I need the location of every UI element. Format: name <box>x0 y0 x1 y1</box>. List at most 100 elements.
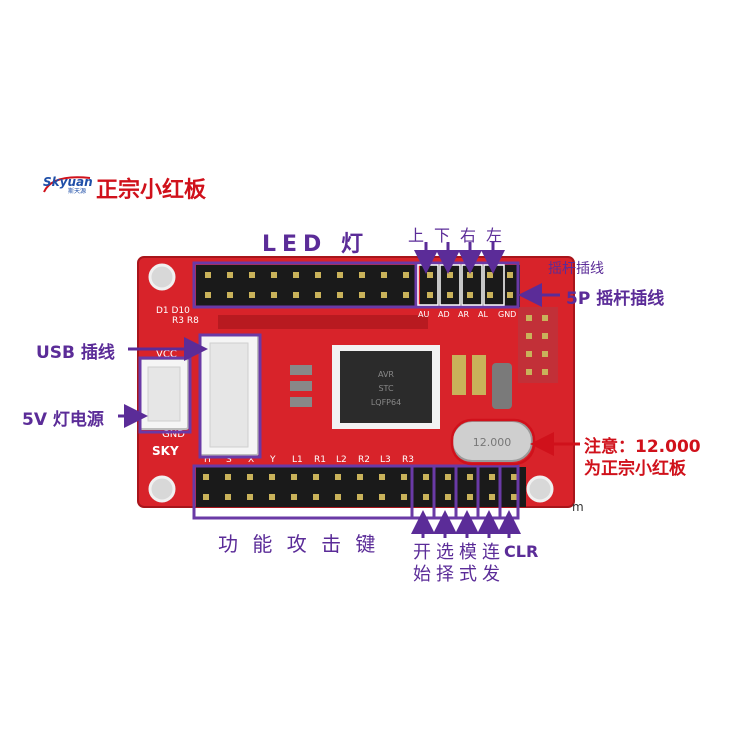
brand-logo: Skyuan 斯天源 <box>42 172 94 195</box>
header-pin <box>335 474 341 480</box>
direction-up: 上 <box>408 226 425 245</box>
header-pin <box>379 474 385 480</box>
header-pin <box>447 292 453 298</box>
silk-label: AU <box>418 310 429 319</box>
header-pin <box>511 494 517 500</box>
header-pin <box>271 292 277 298</box>
header-pin <box>379 494 385 500</box>
function-keys-label: 功 能 攻 击 键 <box>218 532 380 556</box>
usb-label: USB 插线 <box>36 343 115 363</box>
silk-label: S <box>226 455 232 465</box>
header-pin <box>447 272 453 278</box>
joystick-frame <box>414 261 520 309</box>
header-pin <box>445 494 451 500</box>
header-pin <box>269 474 275 480</box>
header-pin <box>291 474 297 480</box>
header-pin <box>489 474 495 480</box>
header-pin <box>203 474 209 480</box>
power-label: 5V 灯电源 <box>22 410 104 430</box>
brand-logo-graphic: Skyuan 斯天源 <box>43 175 93 195</box>
header-pin <box>225 494 231 500</box>
function-header <box>196 467 526 507</box>
crystal-text: 12.000 <box>473 436 512 449</box>
header-pin <box>293 272 299 278</box>
silk-r3r8: R3 R8 <box>172 316 199 326</box>
label-mode: 模 式 <box>459 542 477 585</box>
header-pin <box>403 272 409 278</box>
header-pins <box>203 272 548 500</box>
header-pin <box>313 494 319 500</box>
silk-label: H <box>204 455 211 465</box>
header-pin <box>542 333 548 339</box>
label-start: 开 始 <box>413 542 431 585</box>
silk-label: Y <box>269 455 276 465</box>
header-pin <box>507 292 513 298</box>
silk-d1d10: D1 D10 <box>156 306 190 316</box>
header-pin <box>227 292 233 298</box>
chip-text-1: AVR <box>378 370 394 379</box>
mounting-holes <box>148 263 554 503</box>
header-pin <box>313 474 319 480</box>
svg-text:斯天源: 斯天源 <box>68 187 86 194</box>
header-pin <box>225 474 231 480</box>
header-pin <box>291 494 297 500</box>
side-pin-grid <box>518 307 558 383</box>
chip-text-2: STC <box>378 384 393 393</box>
header-pin <box>247 494 253 500</box>
header-pin <box>315 292 321 298</box>
silk-label: L3 <box>380 455 391 465</box>
silk-label: R1 <box>314 455 326 465</box>
chip-text-3: LQFP64 <box>371 398 401 407</box>
header-pin <box>205 272 211 278</box>
silk-label: L2 <box>336 455 347 465</box>
silk-vcc: VCC <box>156 349 177 360</box>
silk-label: AR <box>458 310 469 319</box>
header-pin <box>526 351 532 357</box>
silk-label: R2 <box>358 455 370 465</box>
silk-label: L1 <box>292 455 303 465</box>
header-pin <box>507 272 513 278</box>
header-pin <box>526 315 532 321</box>
header-pin <box>293 292 299 298</box>
header-pin <box>423 494 429 500</box>
header-pin <box>445 474 451 480</box>
usb-frame <box>198 333 262 459</box>
silk-sky: SKY <box>152 444 179 458</box>
header-pin <box>487 292 493 298</box>
header-pin <box>247 474 253 480</box>
led-frame <box>192 261 418 309</box>
header-pin <box>381 292 387 298</box>
header-pin <box>467 272 473 278</box>
header-pin <box>467 474 473 480</box>
passive-components <box>290 355 512 409</box>
crystal-oscillator: 12.000 <box>451 420 533 462</box>
header-pin <box>401 474 407 480</box>
header-pin <box>269 494 275 500</box>
header-pin <box>335 494 341 500</box>
direction-left: 左 <box>486 226 503 245</box>
header-pin <box>249 272 255 278</box>
silk-label: AL <box>478 310 488 319</box>
silk-label: X <box>248 455 254 465</box>
header-pin <box>487 272 493 278</box>
header-pin <box>357 474 363 480</box>
header-pin <box>205 292 211 298</box>
power-frame <box>138 356 192 434</box>
header-pin <box>337 272 343 278</box>
pcb-board: AVR STC LQFP64 12.000 D1 D10 R3 R8 VCC G… <box>137 256 575 508</box>
silk-label: GND <box>498 310 516 319</box>
notice-line-2: 为正宗小红板 <box>584 459 686 479</box>
silk-label: AD <box>438 310 450 319</box>
header-pin <box>227 272 233 278</box>
crystal-frame <box>450 418 536 466</box>
svg-text:Skyuan: Skyuan <box>43 175 93 189</box>
header-pin <box>249 292 255 298</box>
header-pin <box>403 292 409 298</box>
header-pin <box>542 369 548 375</box>
header-pin <box>511 474 517 480</box>
notice-line-1: 注意：12.000 <box>584 437 701 457</box>
header-pin <box>315 272 321 278</box>
